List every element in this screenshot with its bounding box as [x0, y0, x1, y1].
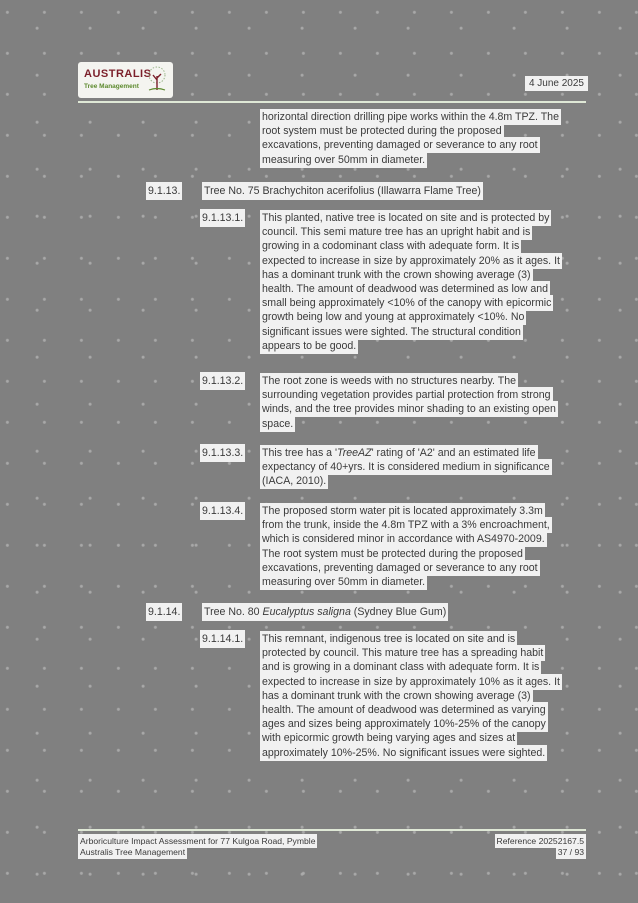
header-date: 4 June 2025: [526, 78, 586, 89]
page-footer-left: Arboriculture Impact Assessment for 77 K…: [80, 836, 316, 857]
page-header: AUSTRALIS Tree Management 4 June 2025: [78, 62, 586, 100]
item-paragraph: The root zone is weeds with no structure…: [262, 375, 556, 430]
section-heading: Tree No. 80 Eucalyptus saligna (Sydney B…: [204, 605, 447, 620]
section-number: 9.1.14.: [148, 605, 181, 620]
item-number: 9.1.13.3.: [202, 446, 244, 461]
document-title: Arboriculture Impact Assessment for 77 K…: [80, 836, 316, 846]
section-heading: Tree No. 75 Brachychiton acerifolius (Il…: [204, 184, 481, 199]
item-number: 9.1.13.4.: [202, 504, 244, 519]
logo-subtitle: Tree Management: [84, 83, 139, 90]
footer-rule: [78, 829, 586, 831]
company-logo: AUSTRALIS Tree Management: [78, 62, 173, 98]
continuation-paragraph: horizontal direction drilling pipe works…: [262, 111, 559, 166]
company-name: Australis Tree Management: [80, 846, 186, 857]
header-rule: [78, 101, 586, 103]
item-paragraph: This tree has a 'TreeAZ' rating of 'A2' …: [262, 447, 550, 488]
page-footer-right: Reference 20252167.5 37 / 93: [496, 836, 584, 857]
rating-system-name: TreeAZ: [337, 447, 372, 459]
section-number: 9.1.13.: [148, 184, 181, 199]
item-paragraph: This planted, native tree is located on …: [262, 212, 560, 352]
logo-title: AUSTRALIS: [84, 68, 152, 80]
item-number: 9.1.14.1.: [202, 632, 244, 647]
reference-number: Reference 20252167.5: [496, 836, 584, 846]
item-number: 9.1.13.2.: [202, 374, 244, 389]
item-number: 9.1.13.1.: [202, 211, 244, 226]
item-paragraph: The proposed storm water pit is located …: [262, 505, 550, 589]
page-number: 37 / 93: [557, 846, 584, 857]
item-paragraph: This remnant, indigenous tree is located…: [262, 633, 560, 759]
species-name: Eucalyptus saligna: [262, 606, 351, 618]
tree-icon: [148, 66, 166, 91]
